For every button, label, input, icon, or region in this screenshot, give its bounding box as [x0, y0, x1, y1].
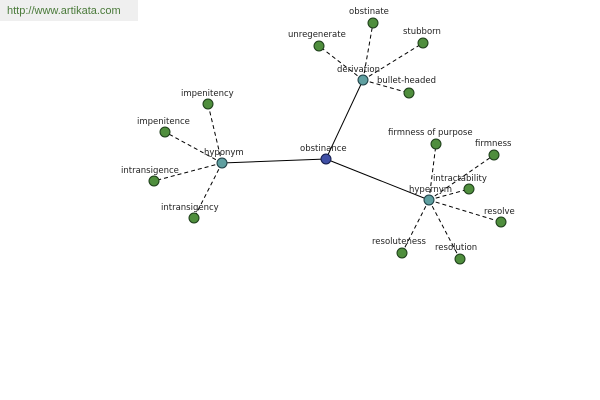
label-intransigency[interactable]: intransigency	[161, 203, 219, 213]
edge-derivation-obstinate	[362, 22, 374, 81]
label-hypernym[interactable]: hypernym	[409, 185, 452, 195]
node-intransigency[interactable]	[188, 212, 200, 224]
node-resolve[interactable]	[495, 216, 507, 228]
edge-obstinance-derivation	[325, 79, 364, 160]
labels: obstinance hyponym derivation hypernym i…	[121, 7, 515, 253]
site-url[interactable]: http://www.artikata.com	[7, 5, 121, 17]
node-obstinance[interactable]	[320, 153, 332, 165]
node-impenitency[interactable]	[202, 98, 214, 110]
label-firmness[interactable]: firmness	[475, 139, 512, 149]
edge-hyponym-intransigence	[153, 162, 223, 182]
label-obstinate[interactable]: obstinate	[349, 7, 389, 17]
label-impenitency[interactable]: impenitency	[181, 89, 234, 99]
node-resolution[interactable]	[454, 253, 466, 265]
label-impenitence[interactable]: impenitence	[137, 117, 190, 127]
edge-hypernym-firmness	[428, 154, 495, 201]
node-derivation[interactable]	[357, 74, 369, 86]
label-bullet-headed[interactable]: bullet-headed	[377, 76, 436, 86]
node-firmness-of-purpose[interactable]	[430, 138, 442, 150]
node-hypernym[interactable]	[423, 194, 435, 206]
edge-hypernym-firmness-of-purpose	[428, 143, 437, 201]
node-bullet-headed[interactable]	[403, 87, 415, 99]
label-firmness-of-purpose[interactable]: firmness of purpose	[388, 128, 473, 138]
label-stubborn[interactable]: stubborn	[403, 27, 441, 37]
label-unregenerate[interactable]: unregenerate	[288, 30, 346, 40]
url-banner: http://www.artikata.com	[0, 0, 138, 21]
node-impenitence[interactable]	[159, 126, 171, 138]
edge-hypernym-resoluteness	[401, 199, 430, 254]
node-intractability[interactable]	[463, 183, 475, 195]
node-obstinate[interactable]	[367, 17, 379, 29]
edge-hypernym-resolve	[428, 199, 502, 223]
label-resoluteness[interactable]: resoluteness	[372, 237, 427, 247]
node-hyponym[interactable]	[216, 157, 228, 169]
edge-derivation-stubborn	[362, 42, 424, 81]
nodes	[148, 17, 507, 265]
edges	[153, 22, 502, 260]
edge-hyponym-impenitency	[207, 103, 223, 164]
node-resoluteness[interactable]	[396, 247, 408, 259]
label-intractability[interactable]: intractability	[433, 174, 487, 184]
edge-obstinance-hypernym	[325, 158, 430, 201]
edge-obstinance-hyponym	[221, 158, 327, 164]
label-obstinance[interactable]: obstinance	[300, 144, 347, 154]
node-stubborn[interactable]	[417, 37, 429, 49]
edge-derivation-unregenerate	[318, 45, 364, 81]
edge-derivation-bullet-headed	[362, 79, 410, 94]
label-hyponym[interactable]: hyponym	[204, 148, 244, 158]
node-firmness[interactable]	[488, 149, 500, 161]
node-intransigence[interactable]	[148, 175, 160, 187]
label-resolve[interactable]: resolve	[484, 207, 515, 217]
label-resolution[interactable]: resolution	[435, 243, 477, 253]
edge-hyponym-impenitence	[164, 131, 223, 164]
edge-hyponym-intransigency	[193, 162, 223, 219]
node-unregenerate[interactable]	[313, 40, 325, 52]
label-intransigence[interactable]: intransigence	[121, 166, 179, 176]
label-derivation[interactable]: derivation	[337, 65, 380, 75]
